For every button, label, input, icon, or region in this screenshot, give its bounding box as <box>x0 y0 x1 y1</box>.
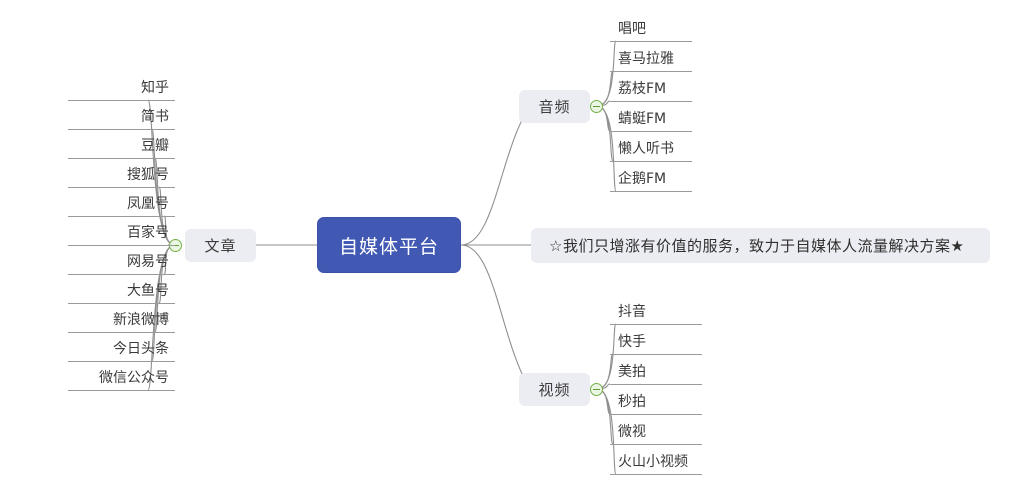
leaf-audio-3[interactable]: 蜻蜓FM <box>610 107 692 132</box>
leaf-label: 新浪微博 <box>113 312 169 328</box>
leaf-articles-4[interactable]: 凤凰号 <box>68 192 175 217</box>
root-node[interactable]: 自媒体平台 <box>317 217 461 273</box>
leaf-articles-5[interactable]: 百家号 <box>68 221 175 246</box>
leaf-label: 企鹅FM <box>618 171 667 187</box>
leaf-label: 火山小视频 <box>618 454 688 470</box>
leaf-articles-3[interactable]: 搜狐号 <box>68 163 175 188</box>
branch-node-video[interactable]: 视频 <box>519 373 590 406</box>
leaf-video-2[interactable]: 美拍 <box>610 360 702 385</box>
leaf-audio-5[interactable]: 企鹅FM <box>610 167 692 192</box>
branch-node-articles-label: 文章 <box>204 237 237 255</box>
leaf-articles-0[interactable]: 知乎 <box>68 76 175 101</box>
leaf-label: 快手 <box>618 334 646 350</box>
minus-circle-icon-articles[interactable] <box>169 239 182 252</box>
leaf-label: 搜狐号 <box>127 167 169 183</box>
leaf-audio-1[interactable]: 喜马拉雅 <box>610 47 692 72</box>
branch-node-articles[interactable]: 文章 <box>185 229 256 262</box>
leaf-articles-8[interactable]: 新浪微博 <box>68 308 175 333</box>
branch-node-audio[interactable]: 音频 <box>519 90 590 123</box>
leaf-label: 蜻蜓FM <box>618 111 667 127</box>
leaf-video-5[interactable]: 火山小视频 <box>610 450 702 475</box>
leaf-articles-1[interactable]: 简书 <box>68 105 175 130</box>
branch-node-audio-label: 音频 <box>538 98 571 116</box>
leaf-articles-9[interactable]: 今日头条 <box>68 337 175 362</box>
leaf-articles-2[interactable]: 豆瓣 <box>68 134 175 159</box>
leaf-articles-10[interactable]: 微信公众号 <box>68 366 175 391</box>
leaf-label: 豆瓣 <box>141 138 169 154</box>
slogan-node[interactable]: ☆我们只增涨有价值的服务，致力于自媒体人流量解决方案★ <box>531 228 990 263</box>
link-root-audio <box>460 105 531 246</box>
minus-circle-icon-audio[interactable] <box>590 100 603 113</box>
leaf-label: 美拍 <box>618 364 646 380</box>
leaf-articles-6[interactable]: 网易号 <box>68 250 175 275</box>
leaf-articles-7[interactable]: 大鱼号 <box>68 279 175 304</box>
leaf-label: 微信公众号 <box>99 370 169 386</box>
leaf-audio-0[interactable]: 唱吧 <box>610 17 692 42</box>
leaf-video-1[interactable]: 快手 <box>610 330 702 355</box>
leaf-video-4[interactable]: 微视 <box>610 420 702 445</box>
leaf-label: 抖音 <box>618 304 646 320</box>
leaf-label: 懒人听书 <box>618 141 674 157</box>
leaf-label: 百家号 <box>127 225 169 241</box>
leaf-label: 网易号 <box>127 254 169 270</box>
leaf-label: 知乎 <box>141 80 169 96</box>
link-root-video <box>460 244 531 390</box>
minus-circle-icon-video[interactable] <box>590 383 603 396</box>
leaf-label: 大鱼号 <box>127 283 169 299</box>
leaf-label: 微视 <box>618 424 646 440</box>
leaf-label: 荔枝FM <box>618 81 667 97</box>
root-node-label: 自媒体平台 <box>338 235 439 258</box>
leaf-audio-2[interactable]: 荔枝FM <box>610 77 692 102</box>
leaf-label: 喜马拉雅 <box>618 51 674 67</box>
leaf-video-0[interactable]: 抖音 <box>610 300 702 325</box>
leaf-label: 秒拍 <box>618 394 646 410</box>
leaf-label: 凤凰号 <box>127 196 169 212</box>
leaf-video-3[interactable]: 秒拍 <box>610 390 702 415</box>
leaf-label: 简书 <box>141 109 169 125</box>
leaf-audio-4[interactable]: 懒人听书 <box>610 137 692 162</box>
slogan-node-label: ☆我们只增涨有价值的服务，致力于自媒体人流量解决方案★ <box>549 237 965 255</box>
branch-node-video-label: 视频 <box>538 381 571 399</box>
leaf-label: 唱吧 <box>618 21 646 37</box>
leaf-label: 今日头条 <box>113 341 169 357</box>
